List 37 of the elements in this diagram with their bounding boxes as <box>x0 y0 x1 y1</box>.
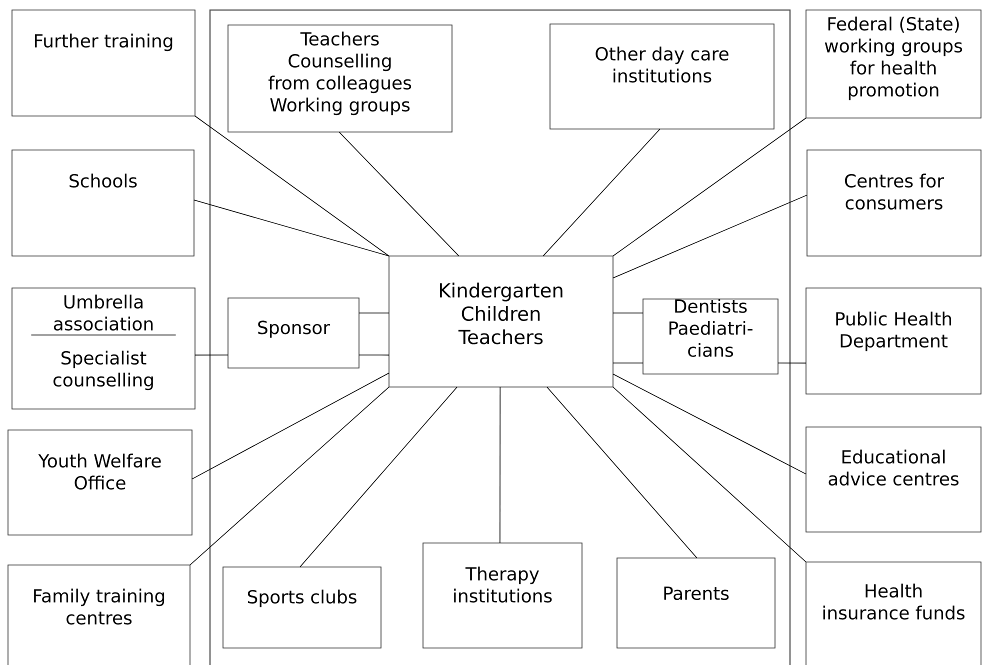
connector-line <box>192 372 390 480</box>
text-box: Further training <box>12 10 196 116</box>
text-box: Other day care institutions <box>550 24 774 130</box>
text-box: Public Health Department <box>806 288 982 394</box>
text-box: Teachers Counselling from colleagues Working groups <box>228 24 452 132</box>
connector-line <box>358 354 390 356</box>
connector-line <box>612 312 644 314</box>
text-box: Sponsor <box>228 298 360 368</box>
text-box: Parents <box>616 558 776 648</box>
connector-line <box>190 386 390 566</box>
text-box: Family training centres <box>8 564 190 665</box>
connector-line <box>358 312 390 314</box>
connector-line <box>338 132 460 256</box>
connector-line <box>612 386 806 562</box>
connector-line <box>778 362 806 364</box>
text-box: Therapy institutions <box>422 542 582 648</box>
connector-line <box>194 116 390 256</box>
text-box: Sports clubs <box>222 566 382 648</box>
connector-line <box>612 374 806 474</box>
text-box: Federal (State) working groups for health promotion <box>806 10 982 118</box>
text-box: Dentists Paediatri- cians <box>642 298 778 374</box>
central-box: Kindergarten Children Teachers <box>388 256 614 388</box>
connector-line <box>612 118 806 256</box>
split-text-box: Umbrella association Specialist counselling <box>12 288 196 410</box>
text-box: Youth Welfare Office <box>8 430 192 536</box>
text-box: Health insurance funds <box>806 562 982 665</box>
text-box: Schools <box>12 150 194 256</box>
connector-line <box>194 200 390 256</box>
connector-line <box>612 362 644 364</box>
text-box: Centres for consumers <box>806 150 982 256</box>
text-box: Educational advice centres <box>806 426 982 532</box>
connector-line <box>546 386 698 558</box>
connector-line <box>612 194 808 278</box>
connector-line <box>300 386 458 568</box>
frame-box <box>209 9 791 665</box>
connector-line <box>194 354 228 356</box>
connector-line <box>542 128 660 256</box>
